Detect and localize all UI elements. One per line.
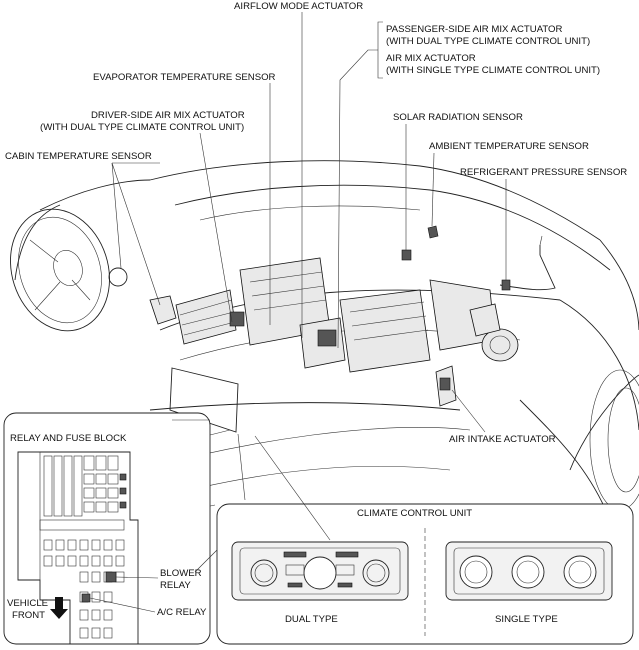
arrow-down-icon bbox=[50, 597, 68, 619]
label-air-mix-2: (WITH SINGLE TYPE CLIMATE CONTROL UNIT) bbox=[386, 65, 600, 76]
cabin-sensor-housing bbox=[108, 267, 128, 287]
blower-relay-label-1: BLOWER bbox=[160, 568, 202, 579]
heater-unit bbox=[239, 257, 496, 373]
single-type-panel bbox=[445, 541, 613, 601]
solar-radiation-sensor bbox=[401, 249, 412, 261]
label-cabin: CABIN TEMPERATURE SENSOR bbox=[5, 151, 152, 162]
label-airflow-mode: AIRFLOW MODE ACTUATOR bbox=[234, 1, 363, 12]
label-evaporator: EVAPORATOR TEMPERATURE SENSOR bbox=[93, 72, 276, 83]
steering-wheel bbox=[10, 208, 110, 332]
label-refrigerant: REFRIGERANT PRESSURE SENSOR bbox=[460, 167, 627, 178]
fuse-grid bbox=[39, 455, 127, 639]
vehicle-front-label-1: VEHICLE bbox=[7, 598, 48, 609]
glove-box-panel bbox=[169, 367, 239, 433]
blower-relay bbox=[105, 571, 117, 583]
single-type-label: SINGLE TYPE bbox=[495, 614, 558, 625]
label-passenger-mix-1: PASSENGER-SIDE AIR MIX ACTUATOR bbox=[386, 24, 563, 35]
blower-relay-label-2: RELAY bbox=[160, 580, 191, 591]
label-passenger-mix-2: (WITH DUAL TYPE CLIMATE CONTROL UNIT) bbox=[386, 36, 590, 47]
label-ambient: AMBIENT TEMPERATURE SENSOR bbox=[429, 141, 589, 152]
driver-side-ducts bbox=[149, 289, 245, 345]
ambient-temperature-sensor bbox=[427, 225, 439, 239]
ac-relay bbox=[81, 593, 91, 603]
label-air-intake: AIR INTAKE ACTUATOR bbox=[449, 434, 556, 445]
label-air-mix-1: AIR MIX ACTUATOR bbox=[386, 53, 476, 64]
label-solar: SOLAR RADIATION SENSOR bbox=[393, 112, 523, 123]
refrigerant-pressure-sensor bbox=[501, 279, 511, 291]
compressor bbox=[469, 303, 519, 362]
relay-box-title: RELAY AND FUSE BLOCK bbox=[10, 433, 127, 444]
climate-box-title: CLIMATE CONTROL UNIT bbox=[357, 508, 472, 519]
label-driver-mix-1: DRIVER-SIDE AIR MIX ACTUATOR bbox=[91, 110, 245, 121]
dual-type-label: DUAL TYPE bbox=[285, 614, 338, 625]
vehicle-front-label-2: FRONT bbox=[12, 610, 45, 621]
dual-type-panel bbox=[231, 541, 409, 601]
air-intake-actuator bbox=[435, 365, 457, 407]
label-driver-mix-2: (WITH DUAL TYPE CLIMATE CONTROL UNIT) bbox=[40, 122, 244, 133]
ac-relay-label: A/C RELAY bbox=[157, 607, 207, 618]
climate-control-unit-callout: CLIMATE CONTROL UNIT DUAL TYPE bbox=[216, 503, 634, 645]
relay-fuse-block-callout: RELAY AND FUSE BLOCK bbox=[3, 412, 211, 645]
